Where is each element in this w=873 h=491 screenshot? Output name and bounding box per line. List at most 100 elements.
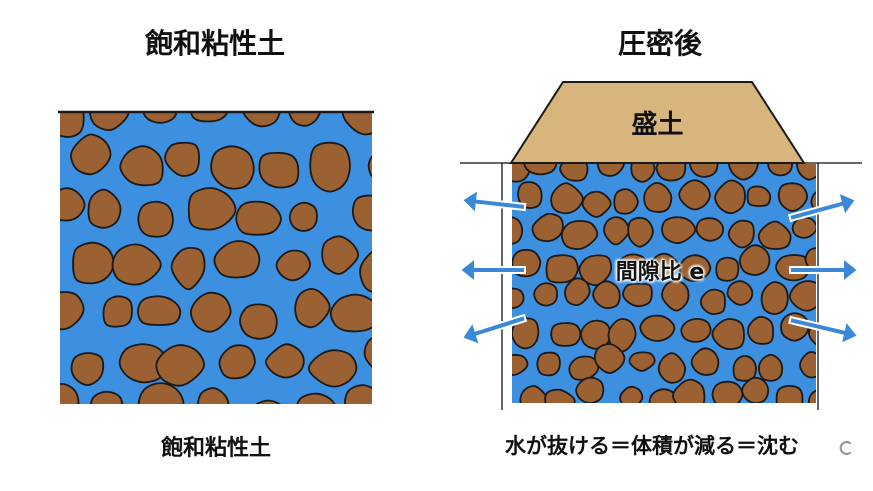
soil-particle xyxy=(711,318,745,351)
embankment xyxy=(509,81,806,164)
soil-particle xyxy=(210,145,255,190)
soil-particle xyxy=(189,291,232,333)
soil-particle xyxy=(791,216,816,239)
soil-particle xyxy=(390,382,432,426)
soil-particle xyxy=(804,247,816,273)
soil-particle xyxy=(60,383,80,404)
soil-particle xyxy=(412,153,448,187)
soil-particle xyxy=(788,280,816,312)
soil-particle xyxy=(307,349,358,388)
soil-particle xyxy=(564,277,591,307)
soil-particle xyxy=(699,288,726,316)
soil-particle xyxy=(760,281,789,315)
soil-particle xyxy=(512,216,524,245)
soil-particle xyxy=(832,157,856,177)
soil-particle xyxy=(258,151,300,189)
soil-particle xyxy=(137,200,174,238)
water-outflow-arrow-icon xyxy=(787,190,858,223)
soil-particle xyxy=(87,188,122,229)
left-title: 飽和粘性土 xyxy=(144,27,285,60)
soil-particle xyxy=(607,318,637,353)
soil-particle xyxy=(746,315,775,345)
soil-particle xyxy=(119,145,164,187)
soil-particle xyxy=(343,384,372,404)
soil-particle xyxy=(796,163,816,181)
soil-particle xyxy=(197,387,230,404)
soil-particle xyxy=(581,190,612,218)
soil-particle xyxy=(519,384,549,403)
soil-particle xyxy=(672,378,706,403)
soil-particle xyxy=(111,243,162,286)
water-outflow-arrow-icon xyxy=(460,187,527,216)
soil-particle xyxy=(142,112,178,124)
soil-particle xyxy=(592,280,621,309)
soil-particle xyxy=(533,282,559,307)
soil-particle xyxy=(732,355,757,382)
saturated-clay-block xyxy=(58,102,451,426)
soil-particle xyxy=(351,194,372,232)
soil-particle xyxy=(758,353,784,382)
soil-particle xyxy=(213,240,261,279)
soil-particle xyxy=(661,216,697,245)
soil-particle xyxy=(650,252,679,278)
soil-particle xyxy=(639,314,676,342)
soil-particle xyxy=(627,216,654,248)
soil-particle xyxy=(680,317,712,343)
soil-particle xyxy=(275,249,311,282)
soil-particle xyxy=(512,287,525,310)
soil-particle xyxy=(189,112,229,123)
soil-particle xyxy=(239,303,278,340)
soil-particle xyxy=(411,250,451,279)
soil-particle xyxy=(155,344,205,387)
soil-particle xyxy=(531,212,564,243)
soil-particle xyxy=(603,216,630,246)
soil-particle xyxy=(726,280,754,306)
soil-particle xyxy=(835,354,859,372)
embankment-label: 盛土 xyxy=(631,110,684,140)
soil-particle xyxy=(630,163,656,183)
water-outflow-arrow-icon xyxy=(788,315,860,346)
soil-particle xyxy=(517,181,543,210)
soil-particle xyxy=(575,376,605,403)
soil-particle xyxy=(367,155,372,178)
soil-particle xyxy=(622,282,653,308)
soil-particle xyxy=(235,200,282,236)
soil-particle xyxy=(363,337,372,368)
soil-particle xyxy=(550,322,582,347)
soil-particle xyxy=(746,185,772,207)
soil-particle xyxy=(187,187,237,231)
soil-particle xyxy=(309,141,351,193)
soil-particle xyxy=(810,191,816,212)
soil-particle xyxy=(643,182,673,213)
soil-particle xyxy=(341,112,372,136)
soil-particle xyxy=(628,351,656,372)
soil-particle xyxy=(613,188,639,215)
soil-particle xyxy=(359,250,372,293)
soil-particle xyxy=(559,163,589,182)
soil-particle xyxy=(60,187,86,222)
water-outflow-arrow-icon xyxy=(789,255,860,285)
soil-particle xyxy=(678,179,711,211)
soil-particle xyxy=(164,141,201,177)
soil-particle xyxy=(394,194,432,225)
soil-particle xyxy=(615,253,648,279)
soil-particle xyxy=(70,352,105,386)
soil-particle xyxy=(288,201,318,232)
watermark-icon xyxy=(838,440,854,456)
soil-particle xyxy=(137,382,185,404)
soil-particle xyxy=(512,317,540,350)
soil-particle xyxy=(727,163,759,181)
soil-particle xyxy=(689,163,719,178)
soil-particle xyxy=(241,112,281,128)
water-outflow-arrow-icon xyxy=(458,255,526,285)
soil-particle xyxy=(89,112,130,132)
soil-particle xyxy=(757,220,792,250)
soil-particle xyxy=(512,354,529,377)
soil-particle xyxy=(136,295,182,326)
soil-particle xyxy=(321,235,359,275)
soil-particle xyxy=(392,102,428,132)
soil-particle xyxy=(678,254,712,283)
soil-particle xyxy=(596,163,626,177)
soil-particle xyxy=(775,384,804,403)
right-caption: 水が抜ける＝体積が減る＝沈む xyxy=(505,434,799,458)
